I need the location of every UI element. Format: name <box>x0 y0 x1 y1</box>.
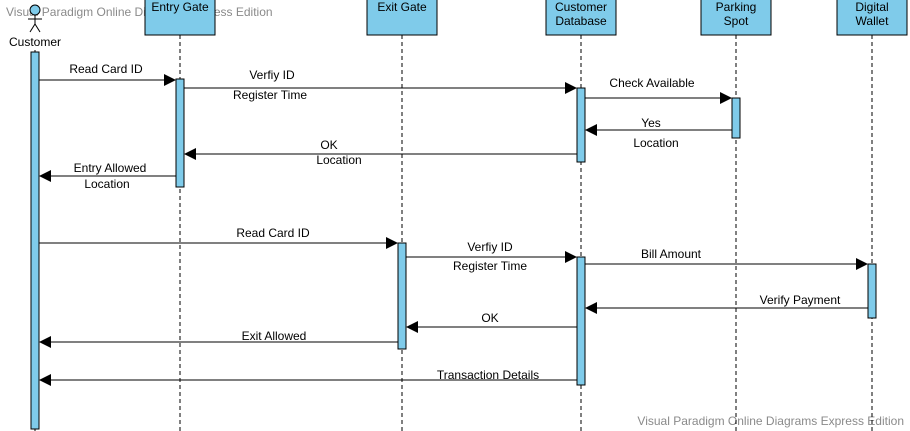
actor-label: Customer <box>9 35 61 49</box>
participant-label-line-1: Customer <box>555 0 607 14</box>
participant-label: Entry Gate <box>151 0 209 14</box>
participant-label-line-1: Digital <box>855 0 888 14</box>
message-label-2: Location <box>316 153 361 167</box>
activation-customer <box>30 51 40 430</box>
message-read-card-id-1: Read Card ID <box>39 62 176 86</box>
participant-digital-wallet: Digital Wallet <box>836 0 908 36</box>
message-ok-location-1: OK Location <box>184 138 577 167</box>
participant-box <box>545 0 617 36</box>
arrowhead-icon <box>585 302 597 314</box>
arrowhead-icon <box>39 336 51 348</box>
message-verify-id-2: Verfiy ID Register Time <box>406 240 577 273</box>
message-verify-id-1: Verfiy ID Register Time <box>184 68 577 102</box>
message-label-2: Register Time <box>233 88 307 102</box>
arrowhead-icon <box>386 237 398 249</box>
message-ok-2: OK <box>406 311 577 333</box>
participant-label-line-1: Parking <box>716 0 757 14</box>
actor-leg-left <box>29 23 36 33</box>
arrowhead-icon <box>164 74 176 86</box>
arrowhead-icon <box>565 82 577 94</box>
message-label-2: Location <box>84 177 129 191</box>
arrowhead-icon <box>720 92 732 104</box>
actor-customer: Customer <box>9 4 61 49</box>
arrowhead-icon <box>39 374 51 386</box>
message-exit-allowed: Exit Allowed <box>39 329 398 348</box>
participant-box <box>836 0 908 36</box>
message-label-2: Location <box>633 136 678 150</box>
message-label: Verfiy ID <box>249 68 295 82</box>
arrowhead-icon <box>856 258 868 270</box>
message-label-2: Register Time <box>453 259 527 273</box>
message-transaction-details: Transaction Details <box>39 368 577 386</box>
actor-leg-right <box>34 23 41 33</box>
message-label: OK <box>481 311 498 325</box>
participant-label-line-2: Wallet <box>856 14 890 28</box>
activation-entry-gate <box>175 78 185 188</box>
message-label: Bill Amount <box>641 247 702 261</box>
participant-box <box>144 0 216 36</box>
participant-label: Exit Gate <box>377 0 427 14</box>
message-label: Transaction Details <box>437 368 539 382</box>
message-label: Exit Allowed <box>242 329 307 343</box>
message-label: Yes <box>641 116 661 130</box>
message-bill-amount: Bill Amount <box>585 247 868 270</box>
message-read-card-id-2: Read Card ID <box>39 226 398 249</box>
message-label: Check Available <box>609 76 694 90</box>
activation-customer-database-1 <box>576 87 586 163</box>
participant-customer-database: Customer Database <box>545 0 617 36</box>
activation-customer-database-2 <box>576 256 586 386</box>
arrowhead-icon <box>585 124 597 136</box>
message-label: OK <box>320 138 337 152</box>
participant-parking-spot: Parking Spot <box>700 0 772 36</box>
participant-label-line-2: Spot <box>724 14 749 28</box>
participant-exit-gate: Exit Gate <box>366 0 438 36</box>
participant-label-line-2: Database <box>555 14 607 28</box>
message-label: Read Card ID <box>69 62 143 76</box>
message-label: Entry Allowed <box>74 161 147 175</box>
arrowhead-icon <box>39 170 51 182</box>
arrowhead-icon <box>184 148 196 160</box>
watermark-bottom: Visual Paradigm Online Diagrams Express … <box>637 414 904 428</box>
arrowhead-icon <box>406 321 418 333</box>
message-verify-payment: Verify Payment <box>585 293 868 314</box>
participant-box <box>366 0 438 36</box>
activation-digital-wallet <box>867 263 877 319</box>
message-check-available: Check Available <box>585 76 732 104</box>
message-entry-allowed: Entry Allowed Location <box>39 161 176 191</box>
message-label: Verfiy ID <box>467 240 513 254</box>
actor-head <box>29 4 41 16</box>
participant-box <box>700 0 772 36</box>
participant-entry-gate: Entry Gate <box>144 0 216 36</box>
message-yes-location: Yes Location <box>585 116 732 150</box>
activation-parking-spot <box>731 97 741 139</box>
activation-exit-gate <box>397 242 407 350</box>
message-label: Read Card ID <box>236 226 310 240</box>
message-label: Verify Payment <box>760 293 841 307</box>
arrowhead-icon <box>565 251 577 263</box>
